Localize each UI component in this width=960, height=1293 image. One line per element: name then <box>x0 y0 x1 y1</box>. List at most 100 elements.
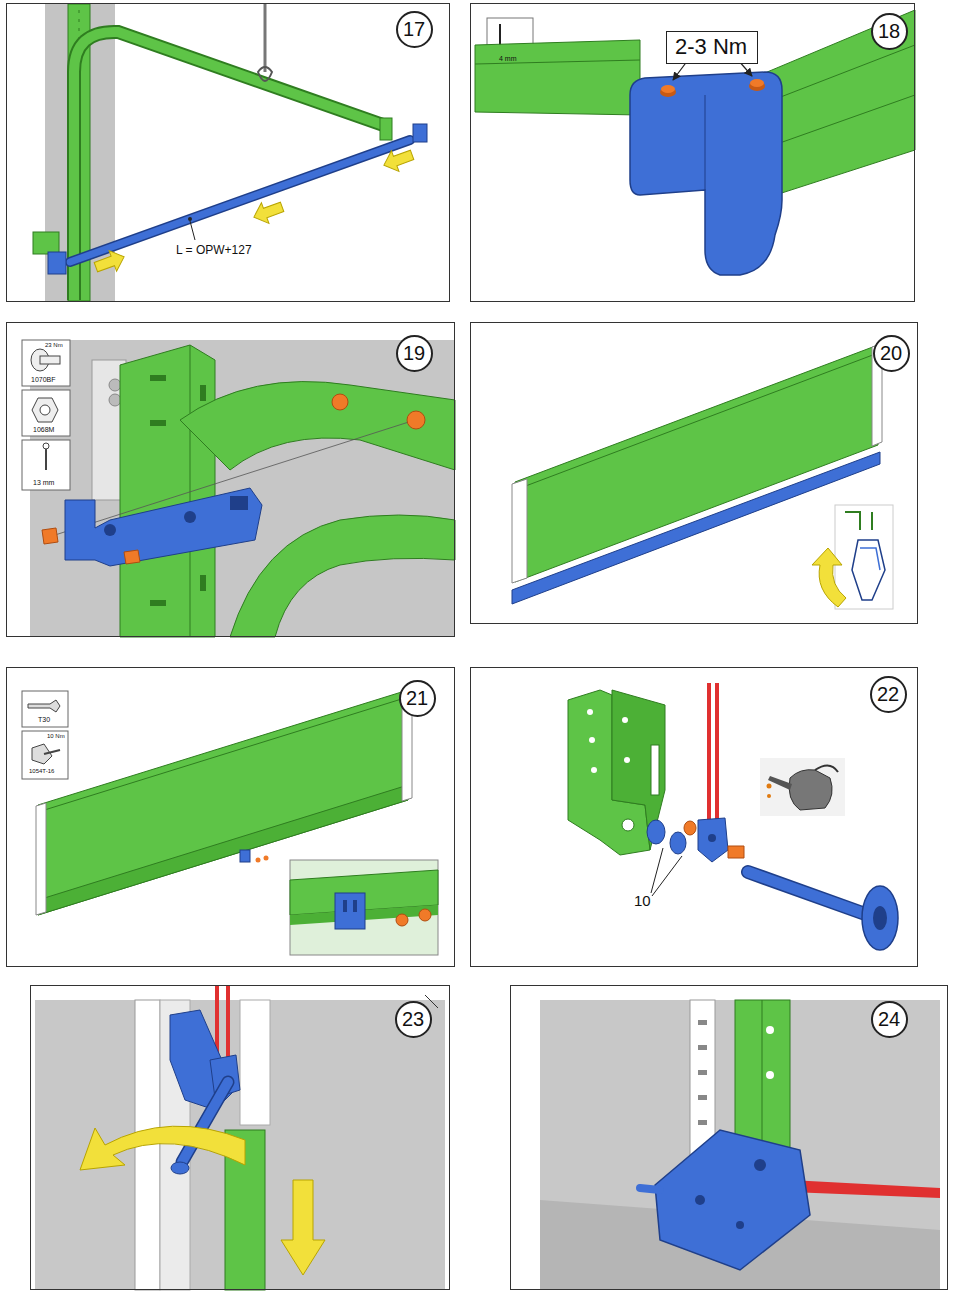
door-section-20 <box>852 540 885 600</box>
step-panel: 17 <box>6 3 450 302</box>
door-section-21 <box>240 850 250 862</box>
door-section-21 <box>22 731 68 779</box>
track-assembly-17 <box>258 67 272 81</box>
corner-joint-18 <box>475 40 640 115</box>
roller-bracket-22 <box>622 717 628 723</box>
door-section-20 <box>512 344 893 609</box>
bracket-assembly-19 <box>407 411 425 429</box>
roller-bracket-22 <box>670 832 686 854</box>
door-section-21 <box>38 697 408 812</box>
door-section-20 <box>512 479 527 583</box>
tool-spec: 23 Nm <box>45 342 63 349</box>
roller-insertion-23 <box>35 1000 445 1290</box>
roller-bracket-22 <box>624 757 630 763</box>
bracket-assembly-19 <box>40 356 60 364</box>
bracket-assembly-19 <box>180 382 455 470</box>
roller-bracket-22 <box>789 770 832 810</box>
bracket-assembly-19 <box>32 398 58 422</box>
bottom-bracket-24 <box>655 1130 810 1270</box>
roller-bracket-22 <box>748 872 868 915</box>
roller-bracket-22 <box>651 745 659 795</box>
roller-bracket-22 <box>767 784 772 789</box>
bottom-bracket-24 <box>698 1020 707 1025</box>
tool-spec: 10 Nm <box>47 733 65 740</box>
callout-number: 10 <box>634 893 651 910</box>
roller-bracket-22 <box>760 758 845 816</box>
track-assembly-17 <box>188 217 192 221</box>
roller-insertion-23 <box>281 1180 325 1275</box>
track-assembly-17 <box>264 4 267 72</box>
track-assembly-17 <box>380 118 392 140</box>
torque-box: 2-3 Nm <box>666 31 758 64</box>
bracket-assembly-19 <box>150 600 166 606</box>
step-panel: 19 <box>6 322 455 637</box>
corner-joint-18 <box>760 45 915 105</box>
track-assembly-17 <box>33 4 427 301</box>
roller-bracket-22 <box>708 834 716 842</box>
door-section-21 <box>22 689 438 955</box>
roller-bracket-22 <box>815 765 838 772</box>
track-assembly-17 <box>70 140 410 262</box>
roller-insertion-23 <box>171 1162 189 1174</box>
roller-bracket-22 <box>591 767 597 773</box>
door-section-21 <box>335 893 365 929</box>
roller-bracket-22 <box>873 906 887 930</box>
bracket-assembly-19 <box>22 340 455 637</box>
door-section-21 <box>36 803 46 915</box>
tool-spec: 1068M <box>33 426 54 434</box>
door-section-21 <box>256 858 261 863</box>
door-section-21 <box>44 750 60 754</box>
roller-bracket-22 <box>568 683 898 950</box>
step-panel: 23 <box>30 985 450 1290</box>
door-section-20 <box>812 548 846 607</box>
bottom-bracket-24 <box>754 1159 766 1171</box>
bracket-assembly-19 <box>200 575 206 591</box>
bottom-bracket-24 <box>698 1120 707 1125</box>
corner-joint-18 <box>760 95 915 150</box>
bottom-bracket-24 <box>698 1095 707 1100</box>
bracket-assembly-19 <box>184 511 196 523</box>
step-panel: 20 <box>470 322 918 624</box>
track-assembly-17 <box>33 232 59 254</box>
roller-bracket-22 <box>728 846 744 858</box>
bottom-bracket-24 <box>698 1045 707 1050</box>
bracket-assembly-19 <box>120 345 215 637</box>
step-number: 18 <box>871 13 908 50</box>
step-panel: 22 <box>470 667 918 967</box>
track-assembly-17 <box>48 252 66 274</box>
door-section-20 <box>515 345 878 582</box>
tool-spec: 4 mm <box>499 55 517 63</box>
door-section-20 <box>515 353 878 490</box>
door-section-21 <box>290 860 438 955</box>
roller-bracket-22 <box>622 819 634 831</box>
roller-bracket-22 <box>587 709 593 715</box>
corner-joint-18 <box>475 10 915 275</box>
tool-spec: T30 <box>38 716 50 724</box>
bracket-assembly-19 <box>200 385 206 401</box>
bracket-assembly-19 <box>43 443 49 449</box>
roller-bracket-22 <box>748 872 868 915</box>
bracket-assembly-19 <box>22 440 70 490</box>
track-assembly-17 <box>250 197 286 228</box>
step-number: 17 <box>396 11 433 48</box>
track-assembly-17 <box>380 145 416 176</box>
step-panel: 21 <box>6 667 455 967</box>
bracket-assembly-19 <box>42 528 58 544</box>
door-section-21 <box>343 900 347 912</box>
track-assembly-17 <box>190 221 195 240</box>
bracket-assembly-19 <box>109 379 121 391</box>
bottom-bracket-24 <box>640 1188 660 1190</box>
door-section-20 <box>835 505 893 609</box>
roller-insertion-23 <box>240 1000 270 1125</box>
bracket-assembly-19 <box>65 488 262 566</box>
dimension-label: L = OPW+127 <box>176 244 252 257</box>
track-assembly-17 <box>92 247 128 278</box>
door-section-21 <box>419 909 431 921</box>
door-section-21 <box>353 900 357 912</box>
step-number: 22 <box>870 676 907 713</box>
tool-spec: 13 mm <box>33 479 54 487</box>
step-number: 23 <box>395 1001 432 1038</box>
bracket-assembly-19 <box>22 340 70 386</box>
